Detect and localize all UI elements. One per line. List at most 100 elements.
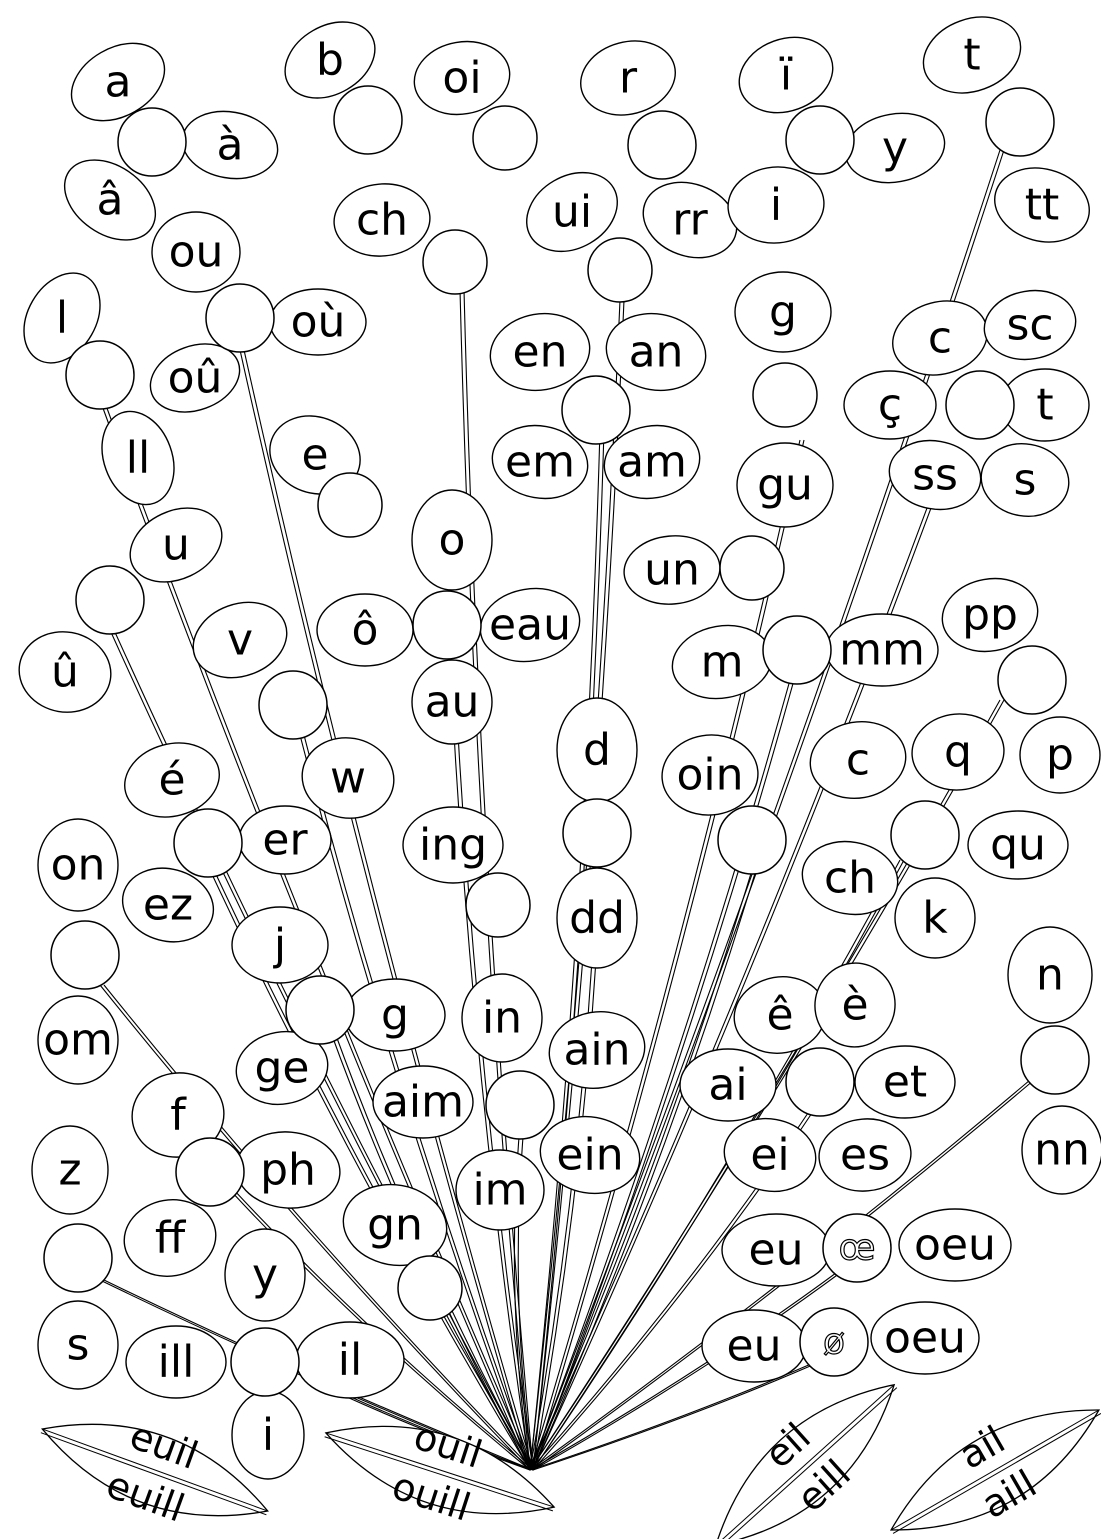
flower-center <box>259 671 327 739</box>
petal-label: a <box>105 57 132 108</box>
petal: ss <box>884 434 986 517</box>
petal: è <box>808 957 901 1054</box>
flower-n: nnn <box>1008 927 1101 1194</box>
petal-label: oû <box>168 353 223 404</box>
petal: j <box>232 907 328 983</box>
petal: et <box>855 1046 955 1118</box>
petal-label: y <box>882 123 908 174</box>
petal: dd <box>557 868 637 968</box>
petal-label: qu <box>990 820 1046 871</box>
petal: g <box>735 272 831 352</box>
petal: eu <box>722 1214 830 1286</box>
petal-label: c <box>846 735 870 786</box>
flower-center <box>174 809 242 877</box>
flower-u: uû <box>13 494 234 719</box>
petal-label: ô <box>352 605 379 656</box>
petal: ou <box>152 212 240 292</box>
petal: ai <box>680 1049 776 1121</box>
petal: y <box>840 106 950 190</box>
petal-label: û <box>51 647 79 698</box>
flower-center <box>286 976 354 1044</box>
petal-label: en <box>513 327 568 378</box>
petal: in <box>462 974 542 1062</box>
petal: er <box>239 806 331 874</box>
petal: y <box>225 1229 305 1321</box>
flower-center <box>176 1138 244 1206</box>
petal-label: ch <box>824 853 876 904</box>
petal: ô <box>317 594 413 666</box>
petal-label: ei <box>750 1130 789 1181</box>
flower-center <box>334 86 402 154</box>
petal: ein <box>534 1109 646 1201</box>
flower-center <box>473 106 537 170</box>
flower-center <box>1021 1026 1089 1094</box>
petal-label: dd <box>569 893 625 944</box>
flower-center <box>891 801 959 869</box>
flower-center <box>486 1071 554 1139</box>
petal: q <box>909 710 1007 794</box>
petal-label: u <box>162 520 190 571</box>
petal-label: ill <box>158 1337 195 1388</box>
petal: ph <box>233 1128 343 1213</box>
petal: au <box>412 660 492 744</box>
flower-center <box>753 363 817 427</box>
petal: qu <box>968 811 1068 879</box>
flower-r: ruirr <box>512 31 747 302</box>
petal: im <box>456 1150 544 1230</box>
petal: oeu <box>899 1209 1011 1281</box>
flower-en: en an emam <box>484 306 712 506</box>
flower-m: unmmm <box>621 532 938 706</box>
petal-label: s <box>1014 455 1037 506</box>
petal: mm <box>826 614 938 686</box>
petal-label: gu <box>757 460 813 511</box>
petal-label: è <box>841 980 868 1031</box>
petal-label: oeu <box>884 1313 966 1364</box>
petal: eau <box>475 581 586 669</box>
petal: û <box>13 625 117 720</box>
flower-center <box>628 111 696 179</box>
petal-label: i <box>770 180 782 231</box>
petal-label: tt <box>1025 180 1060 231</box>
flower-t: ttt <box>913 4 1098 252</box>
petal: p <box>1020 717 1100 793</box>
petal: eu <box>702 1310 806 1382</box>
flower-eu1: euoeuœ <box>722 1209 1011 1286</box>
petal-label: w <box>330 753 366 804</box>
flower-on: onom <box>38 819 119 1084</box>
petal-label: z <box>58 1145 81 1196</box>
petal-label: q <box>944 727 972 778</box>
flower-center-glyph: œ <box>839 1228 876 1269</box>
petal-label: om <box>43 1015 113 1066</box>
petal-label: eu <box>727 1321 782 1372</box>
flower-center <box>423 230 487 294</box>
petal-label: l <box>56 293 68 344</box>
petal: g <box>345 979 445 1051</box>
petal-label: g <box>769 287 797 338</box>
petal-label: é <box>158 755 185 806</box>
petal: ill <box>126 1326 226 1398</box>
petal: n <box>1008 927 1092 1023</box>
petal-label: f <box>170 1090 187 1141</box>
flower-center <box>718 806 786 874</box>
petal-label: em <box>505 437 575 488</box>
petal: où <box>270 289 366 355</box>
flower-center <box>206 284 274 352</box>
flower-d: ddd <box>557 698 637 968</box>
petal-label: am <box>617 437 687 488</box>
flower-center <box>51 921 119 989</box>
petal-label: an <box>629 327 684 378</box>
petal: z <box>32 1126 108 1214</box>
flower-center <box>44 1224 112 1292</box>
petal: s <box>38 1301 118 1389</box>
petal: rr <box>633 170 748 270</box>
petal-label: au <box>425 677 480 728</box>
petal-label: pp <box>962 590 1018 641</box>
petal-label: k <box>922 893 948 944</box>
petal-label: ss <box>912 450 958 501</box>
petal: ll <box>90 401 187 514</box>
petal: ain <box>543 1004 651 1096</box>
petal: un <box>621 532 723 608</box>
petal-label: es <box>840 1130 890 1181</box>
